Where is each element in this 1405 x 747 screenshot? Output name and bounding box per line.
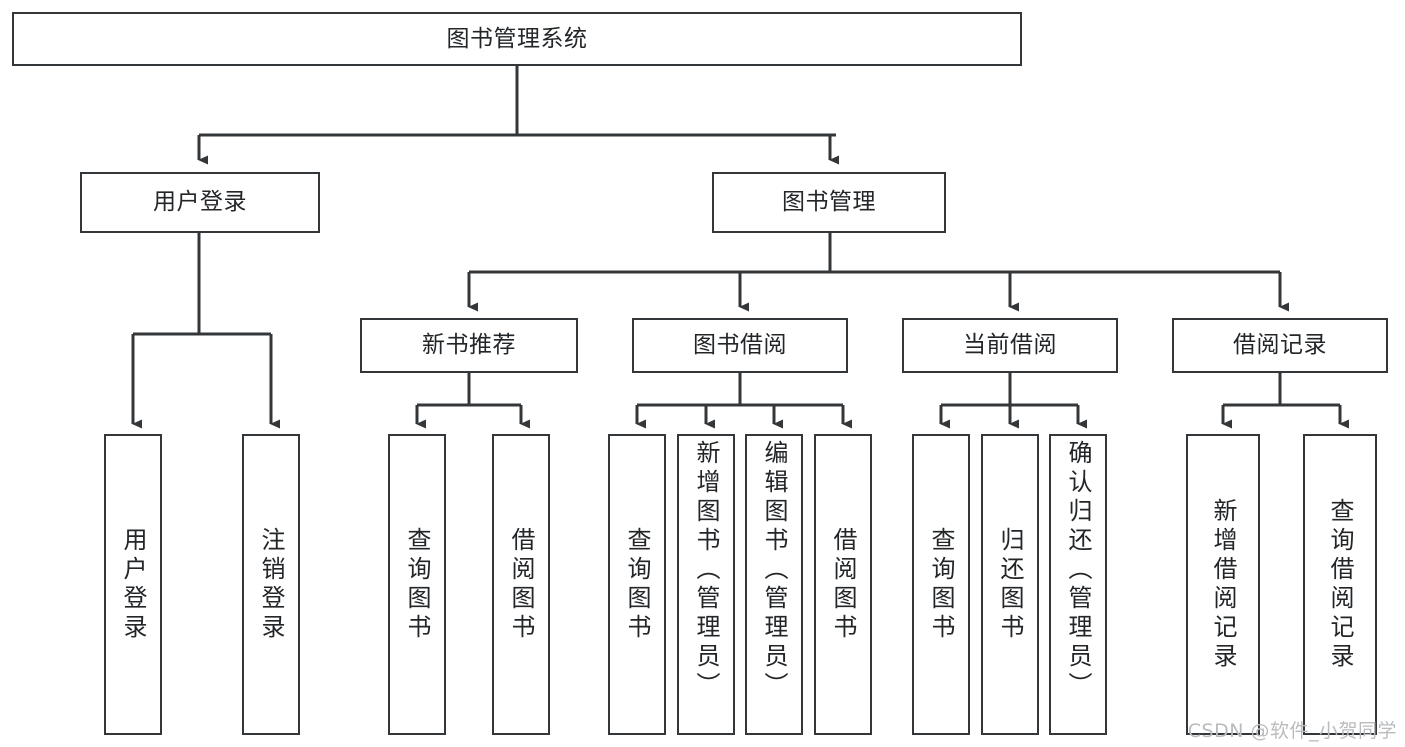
leaf-label: 注销登录 [257, 526, 285, 643]
leaf-label: 查询图书 [623, 526, 651, 643]
node-current-borrow[interactable]: 当前借阅 [902, 318, 1118, 373]
node-label: 当前借阅 [963, 332, 1057, 358]
node-label: 图书借阅 [693, 332, 787, 358]
leaf-query-book-bb[interactable]: 查询图书 [608, 434, 666, 735]
leaf-label: 归还图书 [996, 526, 1024, 643]
leaf-label: 借阅图书 [507, 526, 535, 643]
leaf-query-book-cb[interactable]: 查询图书 [912, 434, 970, 735]
node-label: 图书管理系统 [446, 25, 588, 52]
leaf-label: 用户登录 [119, 526, 147, 643]
leaf-label: 查询图书 [403, 526, 431, 643]
leaf-add-book-admin[interactable]: 新增图书（管理员） [677, 434, 735, 735]
leaf-confirm-return-admin[interactable]: 确认归还（管理员） [1049, 434, 1107, 735]
leaf-return-book[interactable]: 归还图书 [981, 434, 1039, 735]
node-label: 新书推荐 [422, 332, 516, 358]
node-label: 借阅记录 [1233, 332, 1327, 358]
node-label: 图书管理 [782, 189, 876, 215]
leaf-add-borrow-record[interactable]: 新增借阅记录 [1186, 434, 1260, 735]
leaf-label: 查询借阅记录 [1326, 497, 1354, 672]
node-user-login[interactable]: 用户登录 [80, 172, 320, 233]
leaf-label: 编辑图书（管理员） [760, 440, 788, 701]
node-book-borrow[interactable]: 图书借阅 [632, 318, 848, 373]
node-new-book-recommend[interactable]: 新书推荐 [360, 318, 578, 373]
leaf-logout[interactable]: 注销登录 [242, 434, 300, 735]
node-borrow-record[interactable]: 借阅记录 [1172, 318, 1388, 373]
leaf-query-book-nb[interactable]: 查询图书 [388, 434, 446, 735]
node-root-system[interactable]: 图书管理系统 [12, 12, 1022, 66]
leaf-borrow-book-nb[interactable]: 借阅图书 [492, 434, 550, 735]
leaf-edit-book-admin[interactable]: 编辑图书（管理员） [745, 434, 803, 735]
leaf-query-borrow-record[interactable]: 查询借阅记录 [1303, 434, 1377, 735]
leaf-user-login[interactable]: 用户登录 [104, 434, 162, 735]
leaf-label: 借阅图书 [829, 526, 857, 643]
node-label: 用户登录 [153, 189, 247, 215]
leaf-label: 新增借阅记录 [1209, 497, 1237, 672]
leaf-label: 新增图书（管理员） [692, 440, 720, 701]
watermark-text: CSDN @软件_小贺同学 [1187, 720, 1397, 742]
leaf-label: 查询图书 [927, 526, 955, 643]
leaf-borrow-book-bb[interactable]: 借阅图书 [814, 434, 872, 735]
leaf-label: 确认归还（管理员） [1064, 440, 1092, 701]
node-book-management[interactable]: 图书管理 [712, 172, 946, 233]
